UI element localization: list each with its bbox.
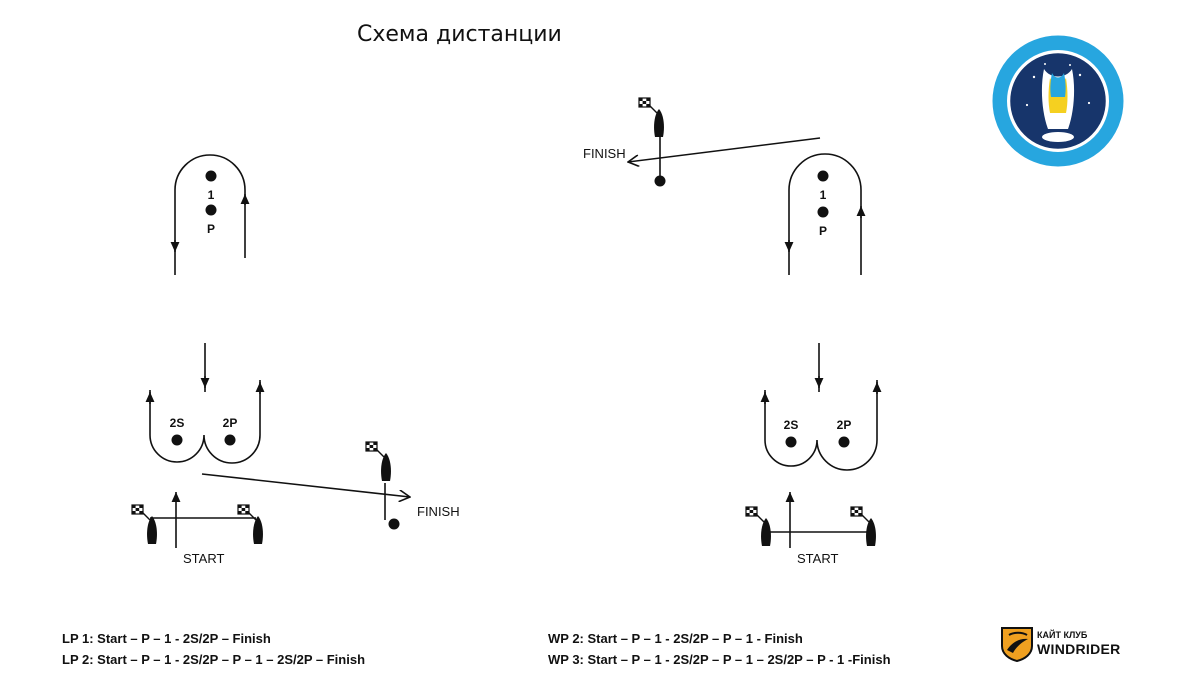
left-mark-2s (171, 434, 183, 446)
right-top-loop (788, 153, 862, 275)
right-finish-label: FINISH (583, 146, 626, 161)
left-mark-2p (224, 434, 236, 446)
right-start-boat-right (850, 506, 877, 547)
club-logo: КАЙТ КЛУБ WINDRIDER (1000, 626, 1140, 662)
right-mark-1 (817, 170, 829, 182)
left-mark-1-label: 1 (208, 188, 215, 202)
windrider-emblem-icon (1001, 627, 1033, 662)
right-finish-pin (654, 175, 666, 187)
right-marks (654, 170, 850, 448)
legend-right: WP 2: Start – P – 1 - 2S/2P – P – 1 - Fi… (548, 628, 891, 670)
left-mark-p-label: P (207, 222, 215, 236)
club-name: WINDRIDER (1037, 641, 1121, 657)
left-top-loop (174, 154, 246, 275)
right-mark-2s-label: 2S (784, 418, 799, 432)
right-start-label: START (797, 551, 838, 566)
legend-wp3: WP 3: Start – P – 1 - 2S/2P – P – 1 – 2S… (548, 652, 891, 667)
left-start-label: START (183, 551, 224, 566)
legend-lp1: LP 1: Start – P – 1 - 2S/2P – Finish (62, 631, 271, 646)
left-marks (171, 170, 400, 530)
right-finish-boat (638, 97, 665, 138)
right-mark-p (817, 206, 829, 218)
club-subtitle: КАЙТ КЛУБ (1037, 630, 1088, 640)
left-mark-p (205, 204, 217, 216)
left-start-boat-right (237, 504, 264, 545)
right-start-boat-left (745, 506, 772, 547)
left-mark-2p-label: 2P (223, 416, 238, 430)
left-start-boat-left (131, 504, 158, 545)
sailing-federation-logo (992, 35, 1124, 167)
left-mark-1 (205, 170, 217, 182)
left-finish-label: FINISH (417, 504, 460, 519)
right-gate-loop (764, 380, 878, 471)
legend-lp2: LP 2: Start – P – 1 - 2S/2P – P – 1 – 2S… (62, 652, 366, 667)
right-mark-2s (785, 436, 797, 448)
legend-wp2: WP 2: Start – P – 1 - 2S/2P – P – 1 - Fi… (548, 631, 803, 646)
right-mark-2p (838, 436, 850, 448)
right-course (628, 125, 882, 548)
left-course (145, 154, 410, 548)
left-mark-2s-label: 2S (170, 416, 185, 430)
left-finish-arrow (201, 473, 410, 497)
left-finish-pin (388, 518, 400, 530)
page-title: Схема дистанции (357, 22, 562, 47)
left-gate-loop (149, 380, 261, 464)
right-mark-1-label: 1 (820, 188, 827, 202)
right-finish-arrow (628, 137, 821, 162)
right-mark-2p-label: 2P (837, 418, 852, 432)
left-finish-boat (365, 441, 392, 482)
legend-left: LP 1: Start – P – 1 - 2S/2P – Finish LP … (62, 628, 365, 670)
right-mark-p-label: P (819, 224, 827, 238)
